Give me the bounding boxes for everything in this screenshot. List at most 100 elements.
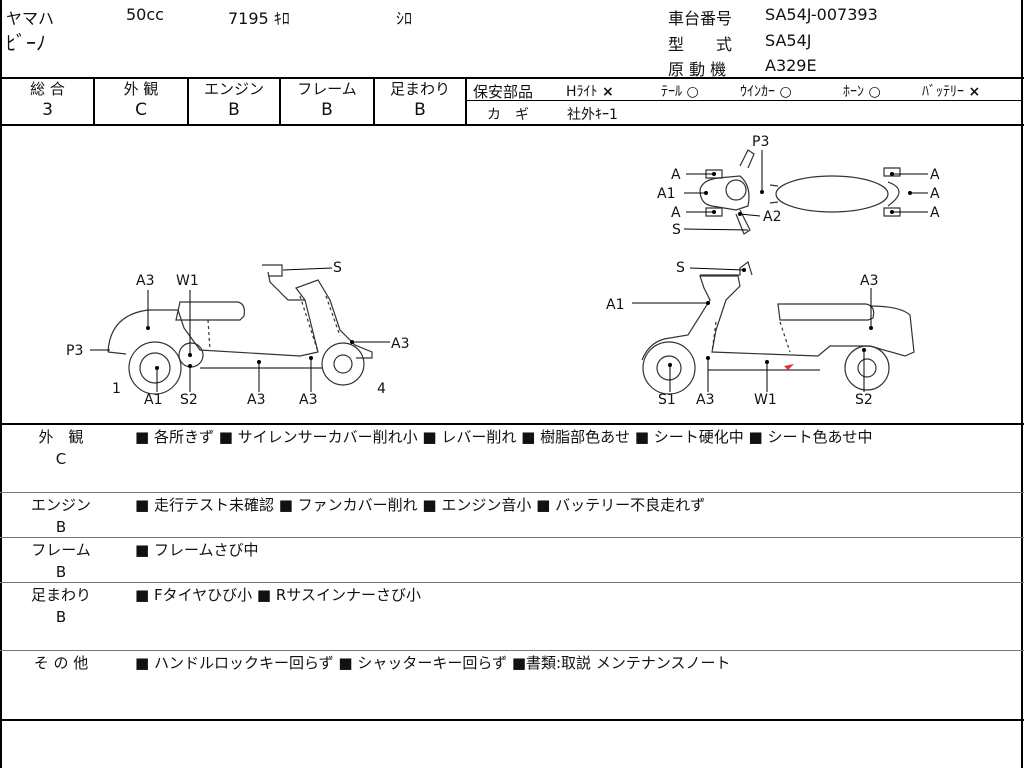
divider <box>465 77 467 125</box>
divider <box>0 124 1024 126</box>
grade-value: C <box>135 100 147 120</box>
grade-exterior: 外 観 C <box>95 78 187 124</box>
diagram-label: W1 <box>754 392 777 408</box>
grade-suspension: 足まわり B <box>375 78 465 124</box>
safety-item-mark: × <box>601 84 614 100</box>
divider <box>0 0 2 768</box>
divider <box>466 100 1022 101</box>
remark-category: 足まわり <box>30 586 91 604</box>
diagram-label: 1 <box>112 381 121 397</box>
diagram-label: S <box>672 222 681 238</box>
remark-text: ■ 各所きず ■ サイレンサーカバー削れ小 ■ レバー削れ ■ 樹脂部色あせ ■… <box>135 428 873 446</box>
grade-label: エンジン <box>203 80 264 98</box>
grade-label: フレーム <box>297 80 357 98</box>
safety-item-name: ｳｲﾝｶｰ <box>740 84 775 100</box>
diagram-label: S1 <box>658 392 676 408</box>
grade-label: 足まわり <box>389 80 450 98</box>
grade-engine: エンジン B <box>189 78 279 124</box>
right-scooter-outline <box>641 261 915 395</box>
divider <box>279 77 281 125</box>
red-marker <box>784 364 794 370</box>
grade-value: B <box>414 100 426 120</box>
diagram-label: W1 <box>176 273 199 289</box>
safety-item: ﾊﾞｯﾃﾘｰ × <box>922 81 980 101</box>
diagram-label: P3 <box>752 134 769 150</box>
diagram-label: A3 <box>247 392 265 408</box>
leader-dots <box>146 172 912 370</box>
diagram-label: A3 <box>860 273 878 289</box>
maker: ヤマハ <box>6 9 55 28</box>
grade-frame: フレーム B <box>281 78 373 124</box>
diagram-label: A1 <box>657 186 675 202</box>
safety-item-name: ﾊﾞｯﾃﾘｰ <box>922 84 964 100</box>
grade-value: 3 <box>42 100 53 120</box>
diagram-label: A1 <box>144 392 162 408</box>
divider <box>0 582 1024 583</box>
divider <box>0 492 1024 493</box>
safety-item-mark: ○ <box>779 84 792 100</box>
diagram-label: A2 <box>763 209 781 225</box>
grade-label: 総 合 <box>30 80 65 98</box>
remark-grade: B <box>55 608 67 626</box>
mileage: 7195 ｷﾛ <box>228 9 290 28</box>
remark-category: そ の 他 <box>33 654 89 672</box>
type-label: 型 式 <box>668 35 733 54</box>
engine-label: 原 動 機 <box>668 60 727 79</box>
grade-value: B <box>321 100 333 120</box>
frame-no-label: 車台番号 <box>668 9 733 28</box>
diagram-label: A3 <box>299 392 317 408</box>
remark-grade: B <box>55 563 67 581</box>
safety-item-mark: ○ <box>868 84 881 100</box>
remark-text: ■ 走行テスト未確認 ■ ファンカバー削れ ■ エンジン音小 ■ バッテリー不良… <box>135 496 706 514</box>
diagram-label: A <box>930 186 940 202</box>
divider <box>0 423 1024 425</box>
key-label: カ ギ <box>487 107 529 123</box>
safety-title: 保安部品 <box>473 83 534 101</box>
diagram-label: S2 <box>855 392 873 408</box>
key-value: 社外ｷｰ1 <box>567 107 618 123</box>
grade-total: 総 合 3 <box>2 78 93 124</box>
diagram-label: S <box>333 260 342 276</box>
color: ｼﾛ <box>396 9 413 28</box>
remark-category: 外 観 <box>38 428 84 446</box>
diagram-label: A1 <box>606 297 624 313</box>
diagram-label: 4 <box>377 381 386 397</box>
diagram-label: A3 <box>696 392 714 408</box>
divider <box>373 77 375 125</box>
diagram-label: A <box>671 167 681 183</box>
safety-item: Hﾗｲﾄ × <box>566 81 614 101</box>
remark-grade: B <box>55 518 67 536</box>
diagram-label: A3 <box>391 336 409 352</box>
remark-text: ■ フレームさび中 <box>135 541 259 559</box>
grade-value: B <box>228 100 240 120</box>
diagram-label: P3 <box>66 343 83 359</box>
safety-item: ﾎｰﾝ ○ <box>843 81 881 101</box>
remark-text: ■ Fタイヤひび小 ■ Rサスインナーさび小 <box>135 586 421 604</box>
engine-value: A329E <box>765 56 817 75</box>
remark-row-suspension: 足まわり B ■ Fタイヤひび小 ■ Rサスインナーさび小 <box>0 584 1024 650</box>
displacement: 50cc <box>126 5 164 24</box>
divider <box>93 77 95 125</box>
remark-row-exterior: 外 観 C ■ 各所きず ■ サイレンサーカバー削れ小 ■ レバー削れ ■ 樹脂… <box>0 426 1024 492</box>
remark-text: ■ ハンドルロックキー回らず ■ シャッターキー回らず ■書類:取説 メンテナン… <box>135 654 731 672</box>
damage-diagram: S A3 W1 P3 A3 1 A1 S2 A3 A3 4 S A1 A3 S1… <box>66 134 940 408</box>
remark-category: エンジン <box>30 496 91 514</box>
remark-row-other: そ の 他 ■ ハンドルロックキー回らず ■ シャッターキー回らず ■書類:取説… <box>0 652 1024 718</box>
type-value: SA54J <box>765 31 812 50</box>
diagram-label: A <box>930 167 940 183</box>
safety-item-mark: × <box>968 84 981 100</box>
divider <box>187 77 189 125</box>
safety-item-name: Hﾗｲﾄ <box>566 84 598 100</box>
remark-row-frame: フレーム B ■ フレームさび中 <box>0 539 1024 581</box>
diagram-label: S <box>676 260 685 276</box>
divider <box>1021 0 1023 768</box>
remark-row-engine: エンジン B ■ 走行テスト未確認 ■ ファンカバー削れ ■ エンジン音小 ■ … <box>0 494 1024 536</box>
divider <box>0 719 1024 721</box>
safety-item-name: ﾎｰﾝ <box>843 84 864 100</box>
frame-no: SA54J-007393 <box>765 5 878 24</box>
safety-item: ｳｲﾝｶｰ ○ <box>740 81 792 101</box>
diagram-label: S2 <box>180 392 198 408</box>
leader-lines <box>90 150 928 392</box>
safety-item-mark: ○ <box>686 84 699 100</box>
